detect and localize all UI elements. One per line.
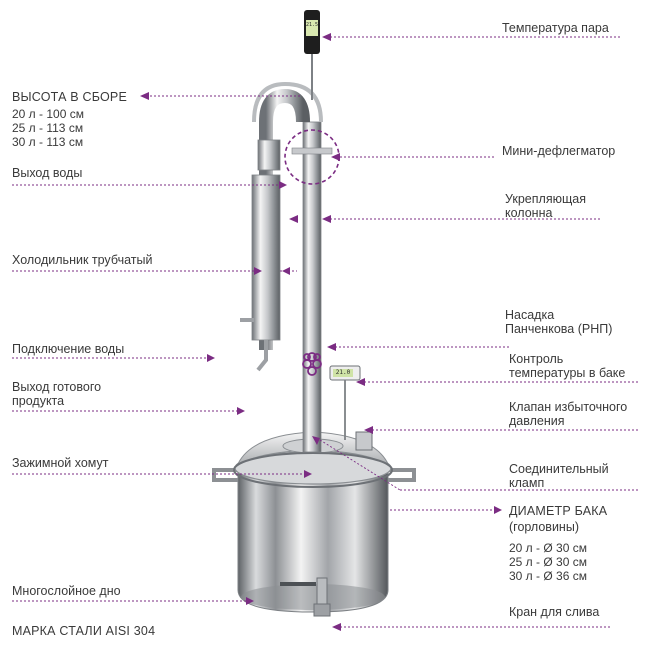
drain-label: Кран для слива — [509, 605, 600, 619]
tank-thermometer — [329, 365, 361, 440]
steel-label: МАРКА СТАЛИ AISI 304 — [12, 624, 156, 638]
diameter-spec-30: 30 л - Ø 36 см — [509, 569, 587, 583]
column — [302, 121, 322, 453]
nozzle-label-2: Панченкова (РНП) — [505, 322, 613, 336]
clamp-label: Зажимной хомут — [12, 456, 109, 470]
water-connect-label: Подключение воды — [12, 342, 125, 356]
arrowheads — [140, 33, 502, 631]
connect-clamp-label-1: Соединительный — [509, 462, 609, 476]
column-label-1: Укрепляющая — [505, 192, 586, 206]
column-label-2: колонна — [505, 206, 553, 220]
vapor-thermometer-display: 21.5 — [306, 22, 318, 28]
tank-temp-label-2: температуры в баке — [509, 366, 626, 380]
connect-clamp-label-2: кламп — [509, 476, 545, 490]
tank-thermometer-display: 21.0 — [335, 369, 351, 376]
water-out-label: Выход воды — [12, 166, 83, 180]
bottom-label: Многослойное дно — [12, 584, 121, 598]
valve-label-1: Клапан избыточного — [509, 400, 628, 414]
cooler-label: Холодильник трубчатый — [12, 253, 153, 267]
diameter-sub: (горловины) — [509, 520, 579, 534]
product-out-label-1: Выход готового — [12, 380, 102, 394]
height-spec-30: 30 л - 113 см — [12, 135, 84, 149]
vapor-temp-label: Температура пара — [502, 21, 609, 35]
vapor-thermometer — [304, 10, 320, 100]
tank — [212, 431, 416, 617]
height-spec-25: 25 л - 113 см — [12, 121, 84, 135]
diameter-spec-20: 20 л - Ø 30 см — [509, 541, 587, 555]
valve-label-2: давления — [509, 414, 565, 428]
mini-deflegmator-label: Мини-дефлегматор — [502, 144, 616, 158]
height-spec-20: 20 л - 100 см — [12, 107, 84, 121]
height-title: ВЫСОТА В СБОРЕ — [12, 90, 128, 104]
leader-lines — [12, 36, 640, 628]
diameter-title: ДИАМЕТР БАКА — [509, 504, 608, 518]
cooler-pipe — [240, 81, 323, 372]
product-out-label-2: продукта — [12, 394, 65, 408]
diameter-spec-25: 25 л - Ø 30 см — [509, 555, 587, 569]
tank-temp-label-1: Контроль — [509, 352, 564, 366]
pressure-valve — [355, 431, 373, 451]
nozzle-label-1: Насадка — [505, 308, 555, 322]
panchenkov-nozzle — [302, 352, 322, 376]
